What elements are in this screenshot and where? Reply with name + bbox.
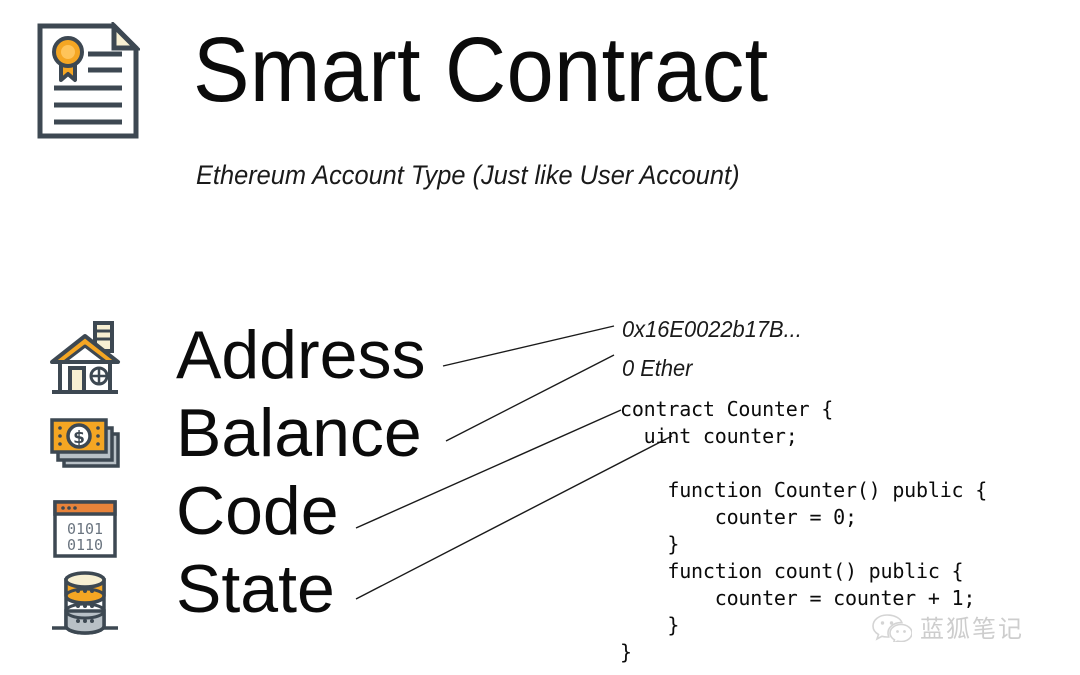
money-stack-icon: $ bbox=[46, 404, 124, 482]
watermark: 蓝狐笔记 bbox=[872, 612, 1024, 647]
svg-text:0101: 0101 bbox=[67, 520, 103, 538]
page-subtitle: Ethereum Account Type (Just like User Ac… bbox=[196, 160, 740, 190]
solidity-code-block: contract Counter { uint counter; functio… bbox=[620, 397, 988, 664]
svg-text:$: $ bbox=[73, 428, 85, 448]
connector-address bbox=[442, 325, 615, 367]
certificate-document-icon bbox=[36, 19, 143, 140]
label-balance: Balance bbox=[176, 395, 422, 471]
database-icon bbox=[46, 564, 124, 642]
value-address: 0x16E0022b17B... bbox=[622, 316, 802, 342]
label-state: State bbox=[176, 551, 335, 627]
connector-balance bbox=[445, 354, 615, 442]
page-title: Smart Contract bbox=[193, 19, 769, 121]
label-code: Code bbox=[176, 473, 339, 549]
svg-text:0110: 0110 bbox=[67, 536, 103, 554]
code-window-icon: 0101 0110 bbox=[46, 490, 124, 568]
value-balance: 0 Ether bbox=[622, 355, 693, 381]
watermark-text: 蓝狐笔记 bbox=[920, 615, 1024, 643]
wechat-icon bbox=[872, 612, 913, 647]
house-icon bbox=[46, 318, 124, 396]
label-address: Address bbox=[176, 317, 426, 393]
